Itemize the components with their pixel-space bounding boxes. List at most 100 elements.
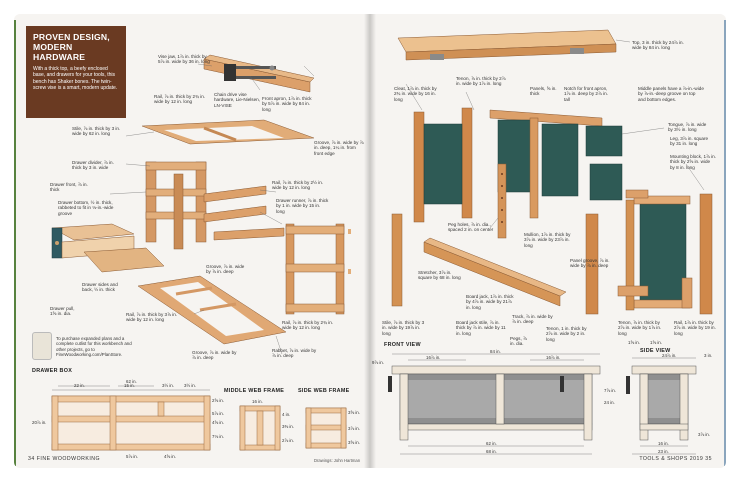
label-drawer-front: Drawer front, ⅞ in. thick — [50, 182, 88, 193]
dim-drawer-j: 4⅝ in. — [164, 454, 176, 459]
dim-middle-d: 2⅞ in. — [282, 438, 294, 443]
dim-front-f: 68 in. — [486, 449, 497, 454]
dim-side-d: 3 in. — [704, 353, 713, 358]
label-cleat: Cleat, 1⅞ in. thick by 2¾ in. wide by 16… — [394, 86, 437, 102]
dim-side-c: 3⅝ in. — [348, 440, 360, 445]
dim-front-a: 16⅞ in. — [426, 355, 441, 360]
dim-drawer-i: 5⅞ in. — [126, 454, 138, 459]
front-side-views — [388, 353, 697, 455]
label-mounting-block: Mounting block, 1⅞ in. thick by 2⅝ in. w… — [670, 154, 716, 170]
label-notch: Notch for front apron, 1⅞ in. deep by 2⅞… — [564, 86, 608, 102]
dim-front-d: 7⅞ in. — [604, 388, 616, 393]
dim-front-length: 84 in. — [490, 349, 501, 354]
magazine-spread: PROVEN DESIGN, MODERN HARDWARE With a th… — [14, 14, 726, 468]
dim-side-a: 1⅝ in. — [628, 340, 640, 345]
dim-drawer-g: 4⅝ in. — [212, 420, 224, 425]
dim-front-c: 9⅞ in. — [372, 360, 384, 365]
stretcher — [391, 213, 567, 307]
dim-drawer-h: 7⅛ in. — [212, 434, 224, 439]
dim-side-e: 3⅞ in. — [698, 432, 710, 437]
label-drawer-sides: Drawer sides and back, ½ in. thick — [82, 282, 118, 293]
label-track: Track, ⅞ in. wide by ⅞ in. deep — [512, 314, 553, 325]
label-tongue: Tongue, ⅞ in. wide by 3½ in. long — [668, 122, 707, 133]
label-rail-bottom: Rail, ⅞ in. thick by 3⅞ in. wide by 12 i… — [126, 312, 178, 323]
right-page: Top, 3 in. thick by 24⅞ in. wide by 84 i… — [370, 14, 726, 468]
dim-middle-b: 4 in. — [282, 412, 291, 417]
dim-drawer-width: 62 in. — [126, 379, 137, 384]
left-folio: 34 FINE WOODWORKING — [28, 456, 101, 462]
label-panels: Panels, ⅝ in. thick — [530, 86, 557, 97]
label-board-jack: Board jack, 1⅞ in. thick by 4⅞ in. wide … — [466, 294, 514, 310]
label-leg: Leg, 3⅞ in. square by 31 in. long — [670, 136, 709, 147]
side-view-title: SIDE VIEW — [640, 348, 671, 354]
top-web-frame — [141, 119, 315, 145]
label-stretcher: Stretcher, 3⅞ in. square by 68 in. long — [418, 270, 461, 281]
dim-middle-c: 3⅜ in. — [282, 424, 294, 429]
label-rail-side: Rail, ⅞ in. thick by 2¾ in. wide by 12 i… — [282, 320, 334, 331]
drawer-box-diagram — [51, 385, 347, 451]
dim-drawer-f: 5⅞ in. — [212, 411, 224, 416]
label-rabbet: Rabbet, ⅞ in. wide by ⅞ in. deep — [272, 348, 317, 359]
dim-drawer-b: 15 in. — [124, 383, 135, 388]
title-line-1: PROVEN DESIGN, — [33, 32, 110, 42]
drawer — [51, 223, 165, 273]
drawing-credit: Drawings: John Hartman — [314, 458, 361, 463]
label-tenon-stretcher: Tenon, 1 in. thick by 2⅞ in. wide by 2 i… — [546, 326, 587, 342]
label-rail-leg: Rail, 1⅞ in. thick by 2⅞ in. wide by 19 … — [674, 320, 716, 336]
label-middle-panels: Middle panels have a ⅞-in.-wide by ⅞-in.… — [638, 86, 704, 102]
label-groove-frame: Groove, ⅞ in. wide by ⅞ in. deep — [206, 264, 245, 275]
label-board-jack-stile: Board jack stile, ⅞ in. thick by ⅞ in. w… — [456, 320, 506, 336]
label-groove-apron: Groove, ⅞ in. wide by ⅞ in. deep, 1¼ in.… — [314, 140, 364, 156]
leader-lines-right — [405, 39, 705, 229]
label-rail-middle: Rail, ⅞ in. thick by 2½ in. wide by 12 i… — [272, 180, 324, 191]
dim-front-b: 16⅞ in. — [546, 355, 561, 360]
drawer-box-title: DRAWER BOX — [32, 368, 73, 374]
bench-top — [397, 29, 617, 61]
label-stile: Stile, ⅞ in. thick by 3 in. wide by 62 i… — [72, 126, 121, 137]
dim-middle-a: 16 in. — [252, 399, 263, 404]
label-stile-back: Stile, ⅞ in. thick by 3 in. wide by 19⅞ … — [382, 320, 425, 336]
label-top: Top, 3 in. thick by 24⅞ in. wide by 84 i… — [632, 40, 684, 51]
side-view-drawing — [626, 365, 697, 441]
right-page-edge — [724, 20, 726, 466]
label-vise-jaw: Vise jaw, 1⅞ in. thick by 5⅞ in. wide by… — [158, 54, 210, 65]
front-view-drawing — [388, 365, 601, 441]
dim-front-height: 24 in. — [604, 400, 615, 405]
left-page: PROVEN DESIGN, MODERN HARDWARE With a th… — [14, 14, 370, 468]
label-drawer-bottom: Drawer bottom, ½ in. thick, rabbeted to … — [58, 200, 114, 216]
dim-side-b: 1⅝ in. — [650, 340, 662, 345]
label-tenon-leg: Tenon, ⅞ in. thick by 2⅞ in. wide by 1⅞ … — [618, 320, 662, 336]
leader-lines — [109, 63, 315, 355]
dim-drawer-height: 20⅞ in. — [32, 420, 47, 425]
legs — [585, 189, 713, 315]
title-line-2: MODERN HARDWARE — [33, 42, 86, 62]
middle-web-frame-title: MIDDLE WEB FRAME — [224, 388, 285, 394]
label-drawer-divider: Drawer divider, ⅞ in. thick by 3 in. wid… — [72, 160, 114, 171]
dim-side-g: 23 in. — [658, 449, 669, 454]
label-front-apron: Front apron, 1⅞ in. thick by 5⅞ in. wide… — [262, 96, 312, 112]
label-rail-top: Rail, ⅞ in. thick by 2¾ in. wide by 12 i… — [154, 94, 206, 105]
dim-front-e: 62 in. — [486, 441, 497, 446]
plans-scroll-icon — [32, 332, 52, 360]
side-web-frame — [285, 223, 351, 315]
dim-side-f: 16 in. — [658, 441, 669, 446]
label-groove-bottom: Groove, ⅞ in. wide by ⅞ in. deep — [192, 350, 237, 361]
dim-side-c: 24⅞ in. — [662, 353, 677, 358]
dim-side-b: 3⅞ in. — [348, 426, 360, 431]
label-drawer-runner: Drawer runner, ⅞ in. thick by 1 in. wide… — [276, 198, 329, 214]
label-tenon-top: Tenon, ⅞ in. thick by 2⅞ in. wide by 1⅞ … — [456, 76, 506, 87]
dim-side-a: 3⅝ in. — [348, 410, 360, 415]
vise-hardware — [224, 64, 276, 81]
right-folio: TOOLS & SHOPS 2019 35 — [639, 456, 712, 462]
label-vise-hardware: Chain drive vise hardware, Lie-Nielsen, … — [214, 92, 260, 108]
label-panel-groove: Panel groove, ⅞ in. wide by ⅞ in. deep — [570, 258, 610, 269]
label-pegs: Pegs, ⅞ in. dia. — [510, 336, 527, 347]
left-page-edge — [14, 20, 16, 466]
dim-drawer-e: 2⅝ in. — [212, 398, 224, 403]
title-text: With a thick top, a beefy enclosed base,… — [33, 66, 118, 92]
dim-drawer-a: 22 in. — [74, 383, 85, 388]
front-view-title: FRONT VIEW — [384, 342, 421, 348]
label-mullion: Mullion, 1⅞ in. thick by 3⅞ in. wide by … — [524, 232, 571, 248]
dim-drawer-d: 3½ in. — [184, 383, 196, 388]
base-exploded-drawing — [51, 54, 351, 355]
